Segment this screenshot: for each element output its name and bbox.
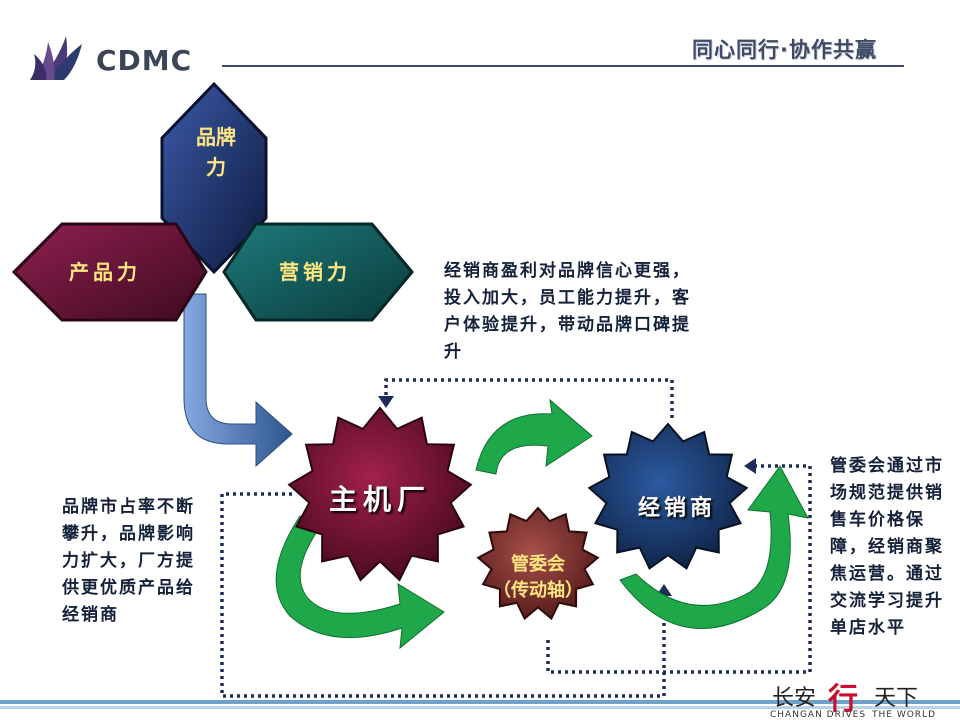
oem-star [287,406,473,582]
brand-en-right: THE WORLD [872,710,936,720]
dealer-star [587,422,749,570]
cdmc-logo-icon [30,36,82,80]
committee-star [476,506,600,621]
committee-label-line1: 管委会 [511,554,565,575]
logo-text: CDMC [96,44,193,77]
brand-zh-left: 长安 [772,686,817,711]
note-dealer-benefit: 经销商盈利对品牌信心更强，投入加大，员工能力提升，客户体验提升，带动品牌口碑提升 [444,261,691,362]
brand-shape [160,81,268,275]
brand-zh-right: 天下 [874,686,919,711]
product-shape [11,222,208,322]
oem-label: 主机厂 [328,483,431,516]
brand-en-left: CHANGAN DRIVES [770,710,867,720]
note-committee-benefit: 管委会通过市场规范提供销售车价格保障，经销商聚焦运营。通过交流学习提升单店水平 [830,456,944,638]
connector-arrow-icon [744,458,756,474]
footer-band [0,706,960,709]
brand-mark: 行 [828,682,858,717]
connector-arrow-icon [378,396,394,408]
footer-band [0,700,960,704]
changan-brand: 长安 行 天下 CHANGAN DRIVES THE WORLD [768,680,948,720]
dealer-label: 经销商 [637,496,716,521]
product-label: 产品力 [69,260,141,284]
marketing-label: 营销力 [279,260,351,284]
committee-label: 管委会 （传动轴） [468,552,608,604]
slogan: 同心同行·协作共赢 [692,38,877,62]
committee-label-line2: （传动轴） [493,580,583,601]
dotted-connectors [220,378,812,698]
brand-label: 品牌力 [196,125,236,179]
cycle-arrows [275,398,809,650]
marketing-shape [222,222,414,322]
flow-arrow [183,293,293,468]
note-oem-benefit: 品牌市占率不断攀升，品牌影响力扩大，厂方提供更优质产品给经销商 [62,497,195,625]
